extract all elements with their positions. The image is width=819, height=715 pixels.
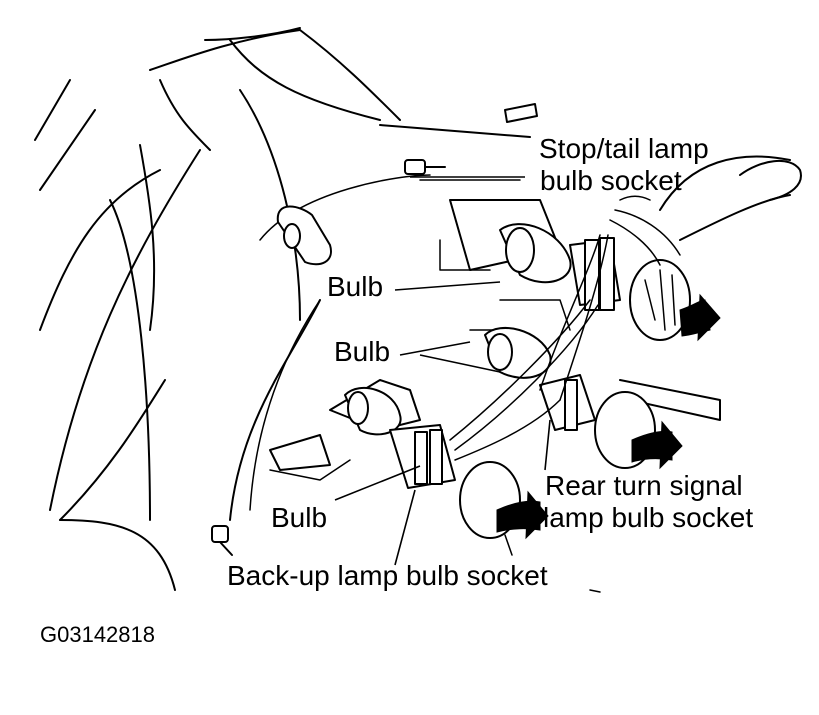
stop-tail-socket xyxy=(569,237,621,311)
rear-turn-socket xyxy=(539,374,596,431)
figure-code: G03142818 xyxy=(40,622,155,647)
stop-tail-bulb xyxy=(499,223,572,284)
label-stop-tail-line2: bulb socket xyxy=(540,165,682,196)
label-rear-turn-line2: lamp bulb socket xyxy=(543,502,753,533)
backup-socket xyxy=(389,424,456,489)
mounting-stud-top xyxy=(404,159,446,175)
label-backup-socket: Back-up lamp bulb socket xyxy=(227,560,548,591)
backup-socket-hole xyxy=(459,461,549,540)
mounting-bolt-lower xyxy=(211,525,233,556)
mounting-tab xyxy=(276,205,332,266)
rear-turn-bulb xyxy=(484,326,552,379)
label-rear-turn-line1: Rear turn signal xyxy=(545,470,743,501)
label-bulb-lower: Bulb xyxy=(271,502,327,533)
leader-lines xyxy=(334,176,551,566)
rear-turn-socket-hole xyxy=(594,391,683,470)
wiring-harness xyxy=(449,195,681,461)
locating-pin xyxy=(504,103,538,123)
label-bulb-middle: Bulb xyxy=(334,336,390,367)
backup-bulb xyxy=(344,386,402,436)
stop-tail-socket-hole xyxy=(629,259,721,342)
harness-pointer xyxy=(504,534,601,593)
body-panel-outline xyxy=(34,27,531,591)
label-stop-tail-line1: Stop/tail lamp xyxy=(539,133,709,164)
label-bulb-upper: Bulb xyxy=(327,271,383,302)
